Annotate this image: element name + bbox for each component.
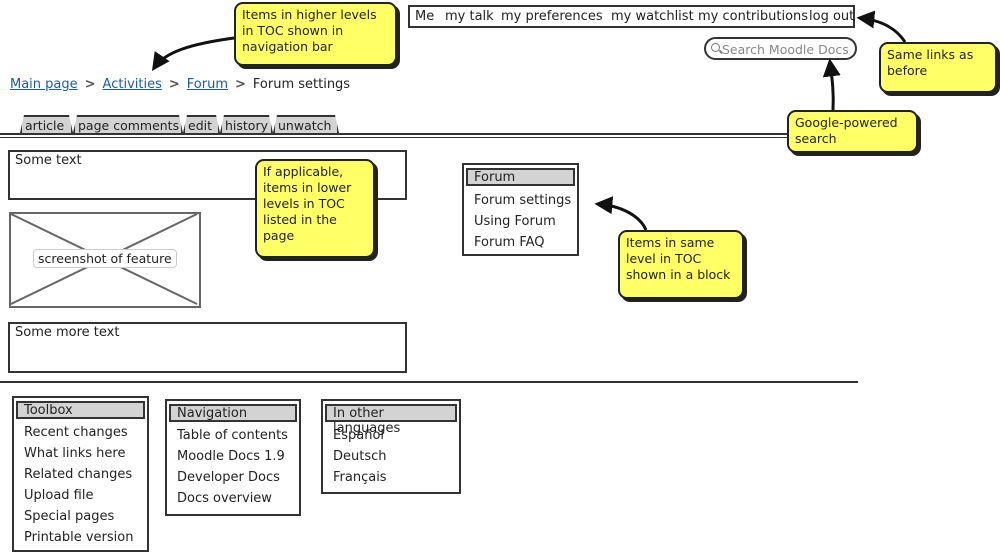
note-toc-lower-levels: If applicable, items in lower levels in … xyxy=(255,159,375,258)
languages-title: In other languages xyxy=(325,404,457,436)
toolbox-item-related-changes[interactable]: Related changes xyxy=(24,467,133,482)
screenshot-label: screenshot of feature xyxy=(33,249,177,268)
nav-item-moodle-docs-19[interactable]: Moodle Docs 1.9 xyxy=(177,449,285,464)
breadcrumb-separator: > xyxy=(234,77,246,92)
content-more-text-box: Some more text xyxy=(8,322,407,373)
breadcrumb: Main page > Activities > Forum > Forum setting… xyxy=(10,77,350,92)
lang-item-deutsch[interactable]: Deutsch xyxy=(333,449,387,464)
toolbox-title: Toolbox xyxy=(16,401,145,419)
link-my-talk[interactable]: my talk xyxy=(445,9,494,24)
content-more-text: Some more text xyxy=(15,325,120,340)
tab-page-comments[interactable]: page comments xyxy=(73,115,183,133)
breadcrumb-activities[interactable]: Activities xyxy=(102,77,162,92)
toc-block: Forum Forum settings Using Forum Forum F… xyxy=(462,163,579,256)
search-input[interactable]: Search Moodle Docs xyxy=(704,37,857,60)
languages-block: In other languages Español Deutsch Franç… xyxy=(321,399,461,494)
link-log-out[interactable]: log out xyxy=(809,9,855,24)
arrow-to-toc-block xyxy=(594,196,648,231)
footer-divider xyxy=(0,381,858,383)
toc-item-forum-faq[interactable]: Forum FAQ xyxy=(474,235,545,250)
tab-article[interactable]: article xyxy=(20,115,73,133)
toolbox-item-what-links-here[interactable]: What links here xyxy=(24,446,126,461)
breadcrumb-separator: > xyxy=(84,77,96,92)
user-links-bar: Me my talk my preferences my watchlist m… xyxy=(408,5,855,28)
nav-item-developer-docs[interactable]: Developer Docs xyxy=(177,470,280,485)
link-my-contributions[interactable]: my contributions xyxy=(698,9,809,24)
breadcrumb-forum[interactable]: Forum xyxy=(186,77,228,92)
toolbox-item-special-pages[interactable]: Special pages xyxy=(24,509,115,524)
search-placeholder: Search Moodle Docs xyxy=(722,42,849,57)
navigation-block: Navigation Table of contents Moodle Docs… xyxy=(165,399,301,516)
note-google-search: Google-powered search xyxy=(787,110,918,153)
toolbox-block: Toolbox Recent changes What links here R… xyxy=(12,396,149,552)
arrow-to-user-links xyxy=(856,10,907,43)
lang-item-francais[interactable]: Français xyxy=(333,470,387,485)
toolbox-item-printable-version[interactable]: Printable version xyxy=(24,530,134,545)
note-same-links: Same links as before xyxy=(879,42,997,93)
lang-item-espanol[interactable]: Español xyxy=(333,428,385,443)
note-toc-higher-levels: Items in higher levels in TOC shown in n… xyxy=(234,2,397,66)
nav-item-table-of-contents[interactable]: Table of contents xyxy=(177,428,288,443)
toolbox-item-recent-changes[interactable]: Recent changes xyxy=(24,425,128,440)
tab-edit[interactable]: edit xyxy=(183,115,220,133)
note-toc-same-level: Items in same level in TOC shown in a bl… xyxy=(618,230,744,299)
navigation-title: Navigation xyxy=(169,404,297,422)
tabs-divider xyxy=(0,133,790,135)
link-my-preferences[interactable]: my preferences xyxy=(501,9,603,24)
tab-history[interactable]: history xyxy=(220,115,273,133)
content-text: Some text xyxy=(15,153,82,168)
link-me[interactable]: Me xyxy=(415,9,435,24)
breadcrumb-current: Forum settings xyxy=(252,77,351,92)
link-my-watchlist[interactable]: my watchlist xyxy=(611,9,694,24)
search-icon xyxy=(711,43,720,52)
breadcrumb-separator: > xyxy=(168,77,180,92)
content-divider xyxy=(0,137,858,138)
arrow-to-breadcrumb xyxy=(151,36,235,71)
breadcrumb-main-page[interactable]: Main page xyxy=(10,77,78,92)
nav-item-docs-overview[interactable]: Docs overview xyxy=(177,491,272,506)
arrow-to-search xyxy=(822,58,841,111)
screenshot-placeholder: screenshot of feature xyxy=(9,212,201,308)
tab-unwatch[interactable]: unwatch xyxy=(273,115,339,133)
toolbox-item-upload-file[interactable]: Upload file xyxy=(24,488,94,503)
toc-block-title: Forum xyxy=(466,168,575,186)
toc-item-forum-settings[interactable]: Forum settings xyxy=(474,193,572,208)
toc-item-using-forum[interactable]: Using Forum xyxy=(474,214,556,229)
